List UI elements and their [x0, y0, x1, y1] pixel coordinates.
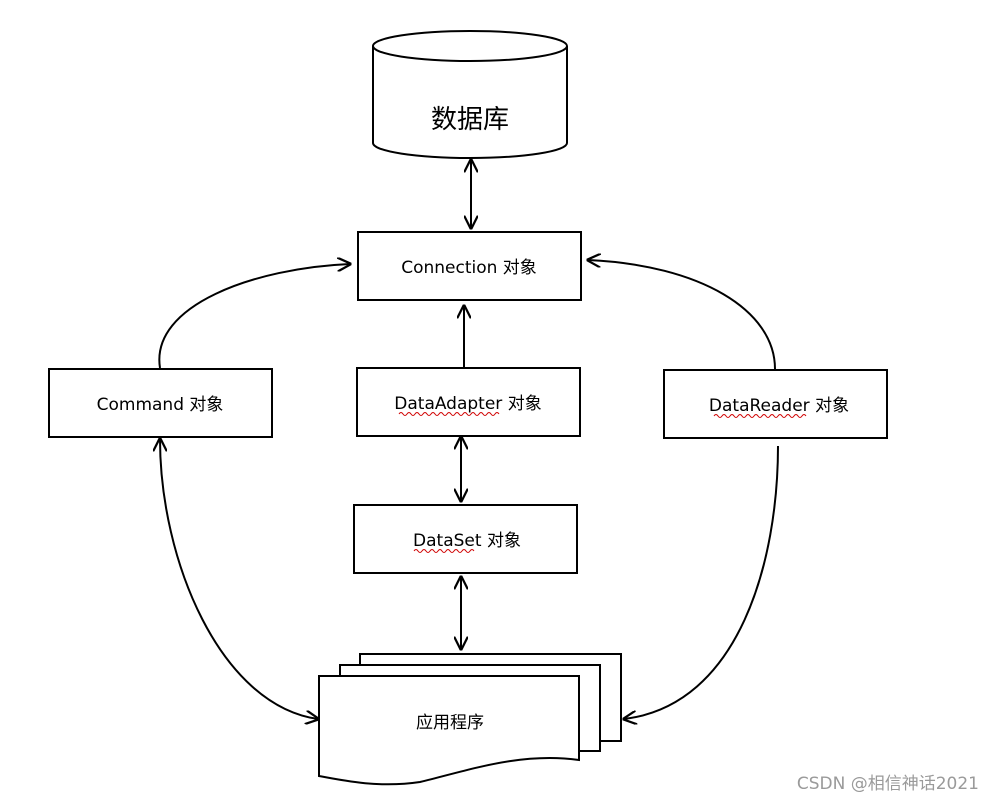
connection-label: Connection 对象 — [401, 258, 537, 278]
edge-command-application — [160, 439, 318, 719]
connection-node: Connection 对象 — [357, 231, 582, 301]
database-cylinder: 数据库 — [372, 30, 568, 159]
edge-datareader-connection — [588, 260, 776, 370]
dataset-label: DataSet 对象 — [413, 531, 521, 551]
spellcheck-underline — [413, 549, 475, 553]
application-label: 应用程序 — [416, 713, 484, 733]
datareader-node: DataReader 对象 — [663, 369, 888, 439]
datareader-label: DataReader 对象 — [709, 396, 849, 416]
command-node: Command 对象 — [48, 368, 273, 438]
edge-datareader-application — [624, 445, 779, 719]
command-label: Command 对象 — [97, 395, 224, 415]
edge-command-connection — [158, 264, 350, 369]
dataset-node: DataSet 对象 — [353, 504, 578, 574]
dataadapter-label: DataAdapter 对象 — [394, 394, 541, 414]
application-node: 应用程序 — [318, 653, 622, 786]
dataadapter-node: DataAdapter 对象 — [356, 367, 581, 437]
watermark: CSDN @相信神话2021 — [797, 774, 979, 794]
spellcheck-underline — [713, 414, 807, 418]
database-label: 数据库 — [431, 105, 509, 135]
spellcheck-underline — [398, 412, 500, 416]
